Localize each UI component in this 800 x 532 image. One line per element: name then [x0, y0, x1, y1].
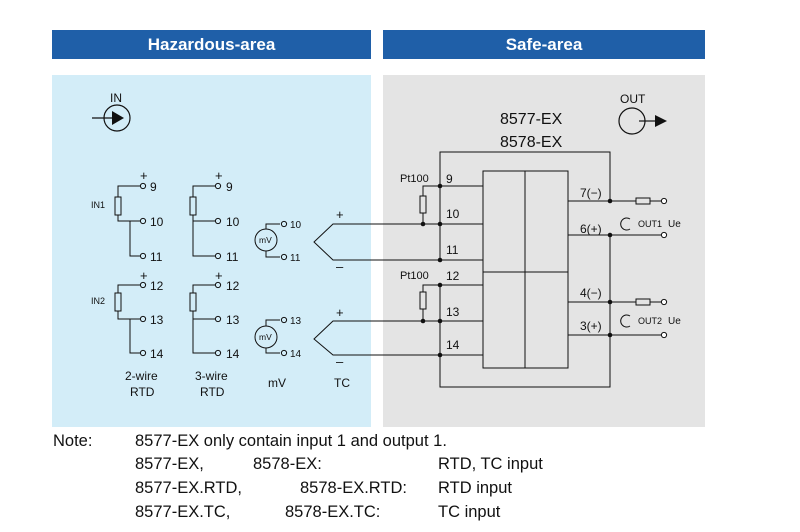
pt100-label: Pt100 — [400, 173, 429, 185]
note-row-2-c: RTD input — [438, 479, 512, 497]
safe-terminal-13: 13 — [446, 305, 460, 319]
output-terminals — [660, 197, 668, 339]
hazardous-area-header: Hazardous-area — [52, 30, 371, 59]
note-row-2-b: 8578-EX.RTD: — [300, 479, 407, 497]
terminal-11: 11 — [290, 253, 301, 264]
mv-meter-label: mV — [259, 235, 272, 245]
terminal-13: 13 — [226, 313, 240, 327]
safe-terminal-9: 9 — [446, 172, 453, 186]
out-terminal-4: 4(−) — [580, 286, 602, 300]
safe-terminal-11: 11 — [446, 243, 459, 257]
tc-plus: + — [336, 207, 344, 222]
ue-label: Ue — [668, 219, 681, 230]
terminal-11: 11 — [226, 250, 239, 264]
note-row-3-c: TC input — [438, 503, 501, 521]
type-3wire-rtd: RTD — [200, 385, 225, 399]
in-label: IN — [110, 91, 122, 105]
tc-plus: + — [336, 305, 344, 320]
terminal-10: 10 — [150, 215, 164, 229]
note-row-1-c: RTD, TC input — [438, 455, 543, 473]
hazard-wiring — [114, 182, 440, 357]
model-label-2: 8578-EX — [500, 134, 563, 151]
mv-meter-label: mV — [259, 332, 272, 342]
type-3wire: 3-wire — [195, 369, 228, 383]
note-row-3-b: 8578-EX.TC: — [285, 503, 381, 521]
model-label-1: 8577-EX — [500, 111, 563, 128]
safe-terminal-10: 10 — [446, 207, 460, 221]
out2-label: OUT2 — [638, 316, 662, 326]
note-label: Note: — [53, 432, 93, 450]
tc-minus: – — [336, 354, 344, 369]
note-row-3-a: 8577-EX.TC, — [135, 503, 231, 521]
input-arrow-icon — [92, 104, 131, 132]
out-terminal-3: 3(+) — [580, 319, 602, 333]
plus-sign: + — [140, 168, 148, 183]
pt100-label: Pt100 — [400, 270, 429, 282]
in2-label: IN2 — [91, 296, 105, 306]
converter-block — [419, 151, 661, 388]
ue-label: Ue — [668, 316, 681, 327]
terminal-10: 10 — [290, 220, 302, 231]
terminal-10: 10 — [226, 215, 240, 229]
in1-label: IN1 — [91, 200, 105, 210]
out-terminal-6: 6(+) — [580, 222, 602, 236]
safe-area-header: Safe-area — [383, 30, 705, 59]
type-2wire-rtd: RTD — [130, 385, 155, 399]
terminal-9: 9 — [150, 180, 157, 194]
hazardous-area-panel — [52, 75, 371, 427]
junction-dots — [420, 183, 613, 358]
terminal-13: 13 — [290, 316, 302, 327]
terminal-12: 12 — [150, 279, 164, 293]
output-arrow-icon — [618, 107, 667, 135]
terminal-11: 11 — [150, 250, 163, 264]
tc-minus: – — [336, 259, 344, 274]
terminal-13: 13 — [150, 313, 164, 327]
terminal-14: 14 — [290, 349, 302, 360]
safe-terminal-12: 12 — [446, 269, 460, 283]
note-row-1-a: 8577-EX, — [135, 455, 204, 473]
type-tc: TC — [334, 376, 350, 390]
out1-label: OUT1 — [638, 219, 662, 229]
terminal-12: 12 — [226, 279, 240, 293]
type-mv: mV — [268, 376, 286, 390]
note-row-1-b: 8578-EX: — [253, 455, 322, 473]
note-line-1: 8577-EX only contain input 1 and output … — [135, 432, 447, 450]
terminal-14: 14 — [150, 347, 164, 361]
terminal-9: 9 — [226, 180, 233, 194]
plus-sign: + — [215, 268, 223, 283]
terminal-14: 14 — [226, 347, 240, 361]
out-label: OUT — [620, 92, 646, 106]
type-2wire: 2-wire — [125, 369, 158, 383]
out-terminal-7: 7(−) — [580, 186, 602, 200]
plus-sign: + — [215, 168, 223, 183]
note-row-2-a: 8577-EX.RTD, — [135, 479, 242, 497]
plus-sign: + — [140, 268, 148, 283]
safe-terminal-14: 14 — [446, 338, 460, 352]
